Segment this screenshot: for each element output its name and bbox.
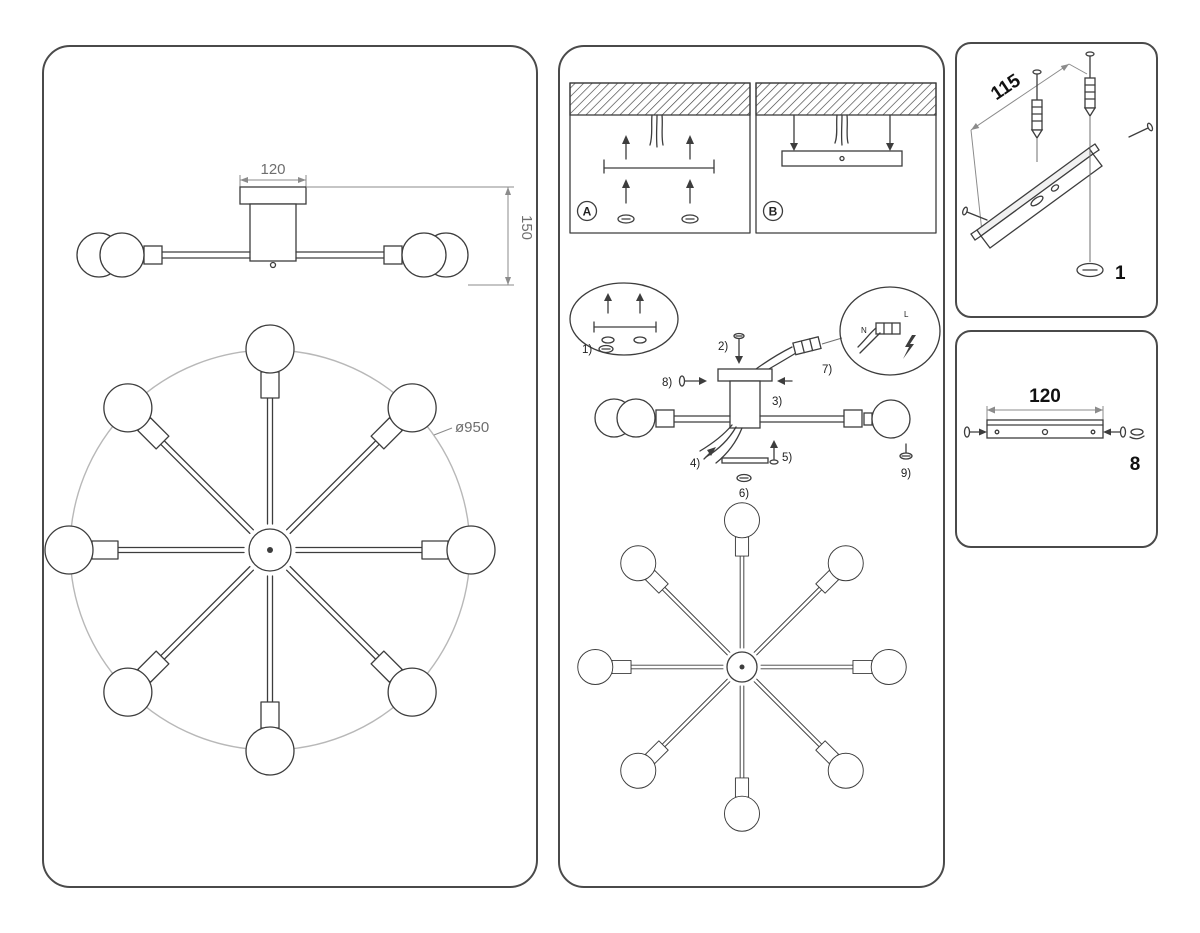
wire <box>859 332 881 354</box>
width-dimension: 120 <box>239 161 307 187</box>
wire <box>649 114 653 146</box>
mounting-bracket <box>970 143 1103 249</box>
side-screw-left <box>962 206 988 221</box>
anchor-twist-icon <box>617 214 699 224</box>
mounting-bracket-edge <box>603 159 715 174</box>
wire <box>715 427 743 464</box>
option-a-label: A <box>583 205 592 219</box>
bar-dim-label: 120 <box>1029 386 1061 407</box>
side-screw-right <box>1128 122 1154 138</box>
bar-screw-right <box>1103 426 1127 438</box>
bracket-dim-label: 115 <box>987 70 1025 105</box>
step3-label: 3) <box>772 396 782 408</box>
bulb <box>871 399 911 439</box>
bulb <box>616 398 656 438</box>
bulb <box>99 232 145 278</box>
hub-finial <box>269 261 277 269</box>
step6-label: 6) <box>739 488 749 500</box>
hub-body <box>729 380 761 429</box>
installation-drawing: A B 1) <box>569 82 941 832</box>
screwhead-icon <box>598 344 614 354</box>
terminal-block <box>792 336 822 356</box>
bulb <box>401 232 447 278</box>
bar-screw-left <box>963 426 987 438</box>
installation-panel: A B 1) <box>558 45 945 888</box>
mount-option-a: A <box>569 82 751 234</box>
bracket-step-label: 1 <box>1115 263 1126 284</box>
plan-view-small <box>577 502 907 832</box>
bracket-hole <box>1030 195 1044 207</box>
step9-label: 9) <box>901 468 911 480</box>
step1-callout: 1) <box>569 282 679 356</box>
bar-hole <box>1090 429 1096 435</box>
bar-hole <box>839 155 845 162</box>
step4-pointer: 4) <box>690 447 716 470</box>
step6-icon: 6) <box>736 473 752 500</box>
step8-label: 8) <box>662 377 672 389</box>
bulb-base <box>863 412 873 426</box>
line-terminal-label: L <box>904 310 909 319</box>
step5-label: 5) <box>782 452 792 464</box>
wire <box>834 114 838 144</box>
step2-label: 2) <box>718 341 728 353</box>
bar-panel: 120 8 <box>955 330 1158 548</box>
wall-anchor-right <box>1083 51 1097 262</box>
wall-anchor-left <box>1030 69 1044 162</box>
cover-bar <box>721 457 769 464</box>
plan-view: ø950 <box>44 324 496 776</box>
canopy-bar <box>986 419 1104 439</box>
step8-screws: 8) <box>662 375 793 389</box>
option-a-badge <box>576 200 598 222</box>
wire <box>699 424 733 452</box>
step7-callout: L N 7) <box>822 286 941 376</box>
bracket-panel: 115 <box>955 42 1158 318</box>
canopy-assembly <box>594 368 911 464</box>
bar-hole <box>994 429 1000 435</box>
wire <box>846 114 849 144</box>
step2-screw: 2) <box>718 332 745 364</box>
bracket-hole <box>1050 184 1060 192</box>
direct-screws <box>790 114 894 151</box>
step9-icon: 9) <box>899 443 913 480</box>
ceiling-hatch <box>569 82 751 116</box>
wire <box>705 426 737 458</box>
height-dimension: 150 <box>306 186 535 286</box>
bar-drawing: 120 8 <box>963 386 1145 475</box>
step1-twist-icon: 1 <box>1076 262 1126 284</box>
mount-option-b: B <box>755 82 937 234</box>
bar-center-hole <box>1041 428 1049 436</box>
canopy-plate <box>239 186 307 205</box>
bar-dimension: 120 <box>986 386 1104 420</box>
step5-screw: 5) <box>769 440 792 465</box>
left-arm <box>76 232 251 278</box>
dimensions-drawing: 120 <box>44 161 535 776</box>
warning-bolt-icon <box>903 335 916 359</box>
height-dim-label: 150 <box>518 215 535 240</box>
width-dim-label: 120 <box>260 161 285 178</box>
right-arm <box>295 232 469 278</box>
canopy-plate <box>717 368 773 382</box>
bar-step-label: 8 <box>1130 454 1141 475</box>
diameter-dim-label: ø950 <box>455 419 489 436</box>
bracket-drawing: 115 <box>962 51 1154 284</box>
dimensions-panel: 120 <box>42 45 538 888</box>
screw-up-arrows <box>622 135 694 204</box>
step7-label: 7) <box>822 364 832 376</box>
diameter-dimension: ø950 <box>433 419 489 436</box>
hub-body <box>249 203 297 262</box>
step8-twist-icon: 8 <box>1129 428 1145 475</box>
neutral-terminal-label: N <box>861 326 867 335</box>
canopy-bar <box>781 150 903 167</box>
socket <box>843 409 863 428</box>
ceiling-hatch <box>755 82 937 116</box>
step4-label: 4) <box>690 458 700 470</box>
wire <box>857 327 877 348</box>
option-b-badge <box>762 200 784 222</box>
side-view: 120 <box>76 161 535 286</box>
step1-label: 1) <box>582 344 592 356</box>
socket <box>655 409 675 428</box>
option-b-label: B <box>769 205 778 219</box>
wire <box>661 114 664 146</box>
